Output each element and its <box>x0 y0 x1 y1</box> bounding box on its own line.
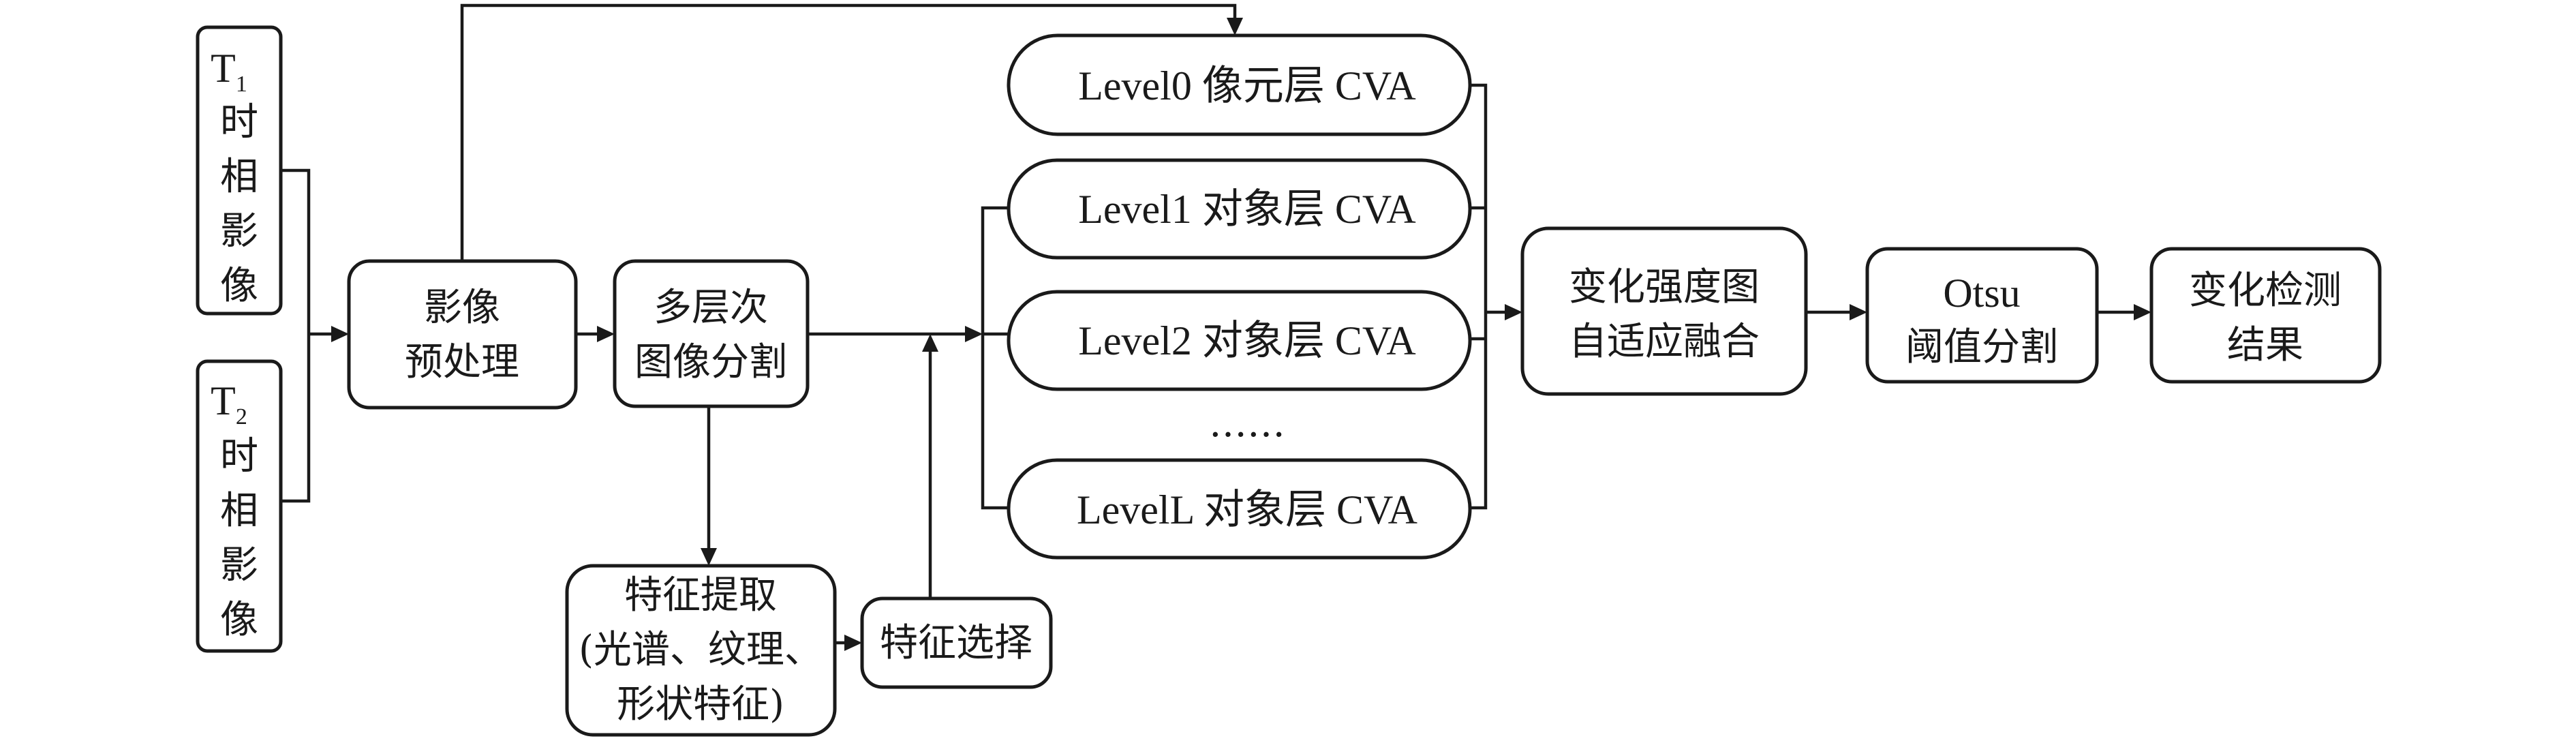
connectors <box>281 3 2151 651</box>
levels-left-bracket <box>981 206 1009 510</box>
t2-title: T2 <box>211 378 247 429</box>
t2-line-2: 相 <box>220 489 258 533</box>
preprocess-box: 影像 预处理 <box>347 259 578 410</box>
arrowhead <box>1505 304 1522 320</box>
result-line-1: 变化检测 <box>2189 269 2342 313</box>
t2-line-3: 影 <box>220 543 258 588</box>
arrowhead <box>2134 304 2151 320</box>
connector-t2 <box>281 334 311 503</box>
levels-right-bracket <box>1470 83 1488 510</box>
feature-extraction-line-3: 形状特征) <box>617 682 784 727</box>
segmentation-line-1: 多层次 <box>654 286 768 330</box>
feature-extraction-line-2: (光谱、纹理、 <box>579 628 823 672</box>
input-t2-box: T2 时 相 影 像 <box>196 359 283 653</box>
connector-preprocess-to-level0 <box>460 3 1237 261</box>
level0-box: Level0 像元层 CVA <box>1007 33 1472 136</box>
t1-line-2: 相 <box>220 155 258 199</box>
otsu-line-2: 阈值分割 <box>1905 325 2058 369</box>
level1-box: Level1 对象层 CVA <box>1007 158 1472 260</box>
level0-label: Level0 像元层 CVA <box>1078 63 1416 108</box>
t1-line-4: 像 <box>220 264 258 308</box>
level2-box: Level2 对象层 CVA <box>1007 290 1472 391</box>
feature-extraction-box: 特征提取 (光谱、纹理、 形状特征) <box>565 564 837 737</box>
segmentation-line-2: 图像分割 <box>634 340 787 384</box>
connector-t1 <box>281 168 311 334</box>
otsu-line-1: Otsu <box>1943 271 2020 316</box>
arrowhead <box>1227 18 1243 35</box>
arrowhead <box>922 334 938 352</box>
level1-label: Level1 对象层 CVA <box>1078 187 1416 232</box>
fusion-box: 变化强度图 自适应融合 <box>1520 226 1808 396</box>
t1-line-1: 时 <box>220 100 258 145</box>
arrowhead <box>1850 304 1867 320</box>
result-line-2: 结果 <box>2227 323 2303 367</box>
levelL-box: LevelL 对象层 CVA <box>1007 458 1472 560</box>
feature-extraction-line-1: 特征提取 <box>624 573 777 618</box>
t1-title: T1 <box>211 46 247 97</box>
segmentation-box: 多层次 图像分割 <box>613 259 810 408</box>
preprocess-line-2: 预处理 <box>405 340 519 384</box>
arrowhead <box>701 548 717 566</box>
feature-selection-label: 特征选择 <box>880 621 1032 665</box>
levels-ellipsis: …… <box>1209 401 1285 446</box>
arrowhead <box>597 326 615 342</box>
levelL-label: LevelL 对象层 CVA <box>1077 487 1417 532</box>
result-box: 变化检测 结果 <box>2149 247 2382 384</box>
input-t1-box: T1 时 相 影 像 <box>196 25 283 316</box>
feature-selection-box: 特征选择 <box>860 596 1053 689</box>
otsu-box: Otsu 阈值分割 <box>1865 247 2099 384</box>
t2-line-4: 像 <box>220 598 258 642</box>
t2-line-1: 时 <box>220 434 258 479</box>
t1-line-3: 影 <box>220 209 258 254</box>
preprocess-line-1: 影像 <box>424 286 500 330</box>
arrowhead <box>844 635 862 651</box>
arrowhead <box>331 326 349 342</box>
arrowhead <box>965 326 983 342</box>
level2-label: Level2 对象层 CVA <box>1078 318 1416 363</box>
fusion-line-1: 变化强度图 <box>1569 265 1760 309</box>
fusion-line-2: 自适应融合 <box>1569 320 1760 364</box>
